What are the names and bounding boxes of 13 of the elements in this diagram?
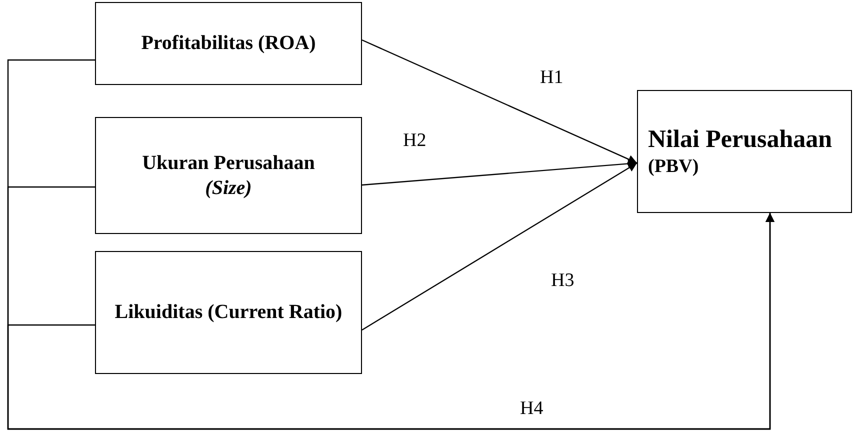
arrow (362, 159, 638, 186)
arrow (362, 162, 638, 331)
variable-name: Nilai Perusahaan (648, 125, 832, 155)
variable-name: Profitabilitas (ROA) (141, 31, 316, 56)
variable-box (637, 90, 852, 213)
variable-box (95, 2, 362, 85)
variable-name: (Size) (205, 176, 252, 200)
variable-name: Likuiditas (Current Ratio) (114, 300, 342, 325)
arrow (362, 39, 638, 164)
variable-box (95, 117, 362, 234)
variable-box (95, 251, 362, 374)
variable-name: (PBV) (648, 155, 699, 179)
variable-name: Ukuran Perusahaan (142, 150, 315, 176)
